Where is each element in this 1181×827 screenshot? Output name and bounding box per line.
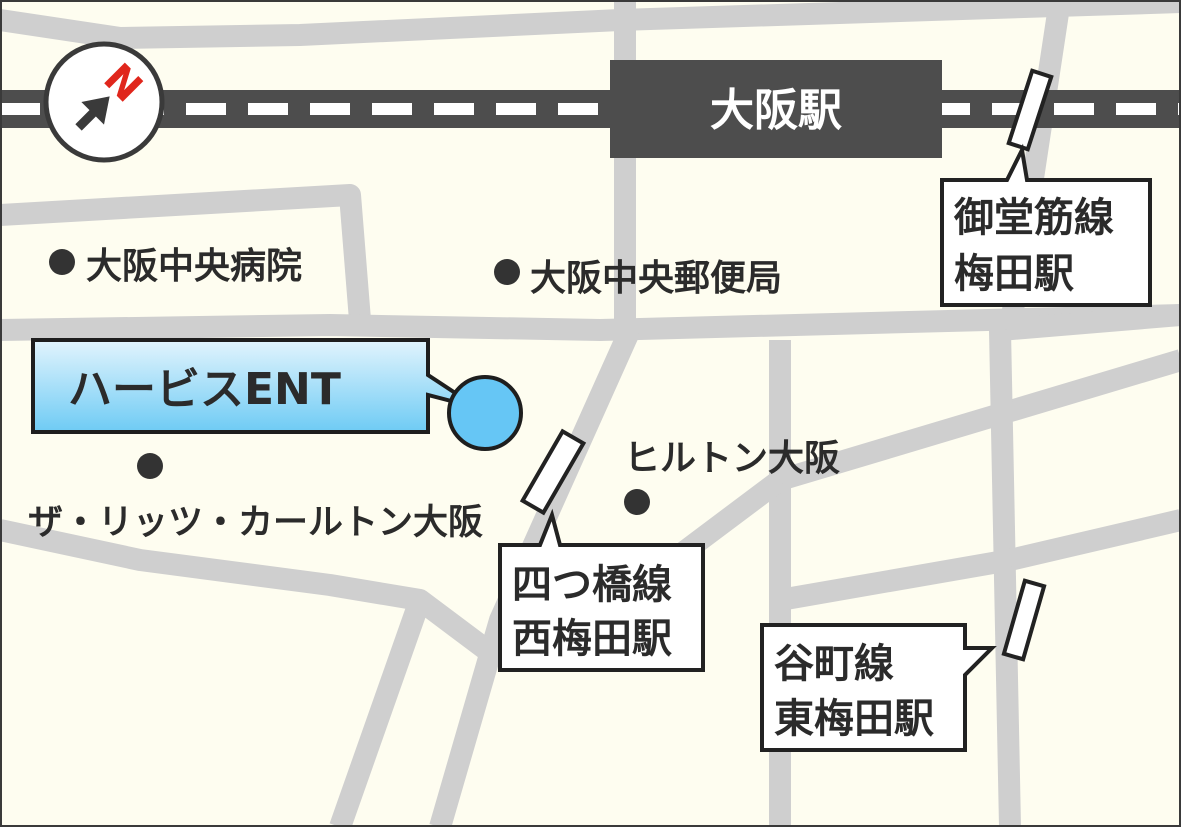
landmark-dot-icon bbox=[494, 259, 520, 285]
osaka-station[interactable]: 大阪駅 bbox=[610, 60, 942, 158]
landmark-label: 大阪中央病院 bbox=[86, 246, 302, 287]
railway-line bbox=[0, 90, 1181, 128]
label-box bbox=[940, 143, 1152, 307]
yotsubashi-nishiumeda-entrance-icon bbox=[519, 428, 587, 516]
compass: N bbox=[43, 41, 165, 163]
north-arrow-icon bbox=[75, 96, 110, 131]
landmark-label: ザ・リッツ・カールトン大阪 bbox=[28, 503, 483, 543]
station-label-midosuji-umeda[interactable]: 御堂筋線 梅田駅 bbox=[940, 143, 1152, 307]
label-box bbox=[760, 623, 997, 752]
landmark-label: ヒルトン大阪 bbox=[624, 438, 840, 479]
landmark-dot-icon bbox=[137, 453, 163, 479]
landmark-ritz-carlton-osaka: ザ・リッツ・カールトン大阪 bbox=[28, 453, 483, 543]
destination-label: ハービスENT bbox=[68, 364, 341, 415]
station-name: 大阪駅 bbox=[710, 85, 842, 136]
station-box bbox=[610, 60, 942, 158]
destination-marker[interactable] bbox=[447, 375, 523, 451]
landmark-osaka-central-hospital: 大阪中央病院 bbox=[49, 246, 302, 287]
landmark-hilton-osaka: ヒルトン大阪 bbox=[624, 438, 840, 515]
landmark-dot-icon bbox=[49, 249, 75, 275]
landmark-label: 大阪中央郵便局 bbox=[530, 258, 782, 299]
station-label-yotsubashi-nishiumeda[interactable]: 四つ橋線 西梅田駅 bbox=[498, 508, 705, 672]
midosuji-umeda-entrance-icon bbox=[1006, 68, 1054, 152]
station-name: 東梅田駅 bbox=[774, 696, 934, 742]
tanimachi-higashiumeda-entrance-icon bbox=[1001, 578, 1047, 662]
landmark-dot-icon bbox=[624, 489, 650, 515]
label-box bbox=[498, 508, 705, 672]
destination-callout[interactable]: ハービスENT bbox=[31, 338, 480, 434]
station-label-tanimachi-higashiumeda[interactable]: 谷町線 東梅田駅 bbox=[760, 623, 997, 752]
station-line: 御堂筋線 bbox=[953, 195, 1114, 241]
landmark-osaka-central-post-office: 大阪中央郵便局 bbox=[494, 258, 782, 299]
station-line: 谷町線 bbox=[774, 641, 894, 687]
station-line: 四つ橋線 bbox=[512, 562, 672, 608]
station-name: 梅田駅 bbox=[954, 251, 1074, 297]
station-name: 西梅田駅 bbox=[512, 616, 672, 662]
